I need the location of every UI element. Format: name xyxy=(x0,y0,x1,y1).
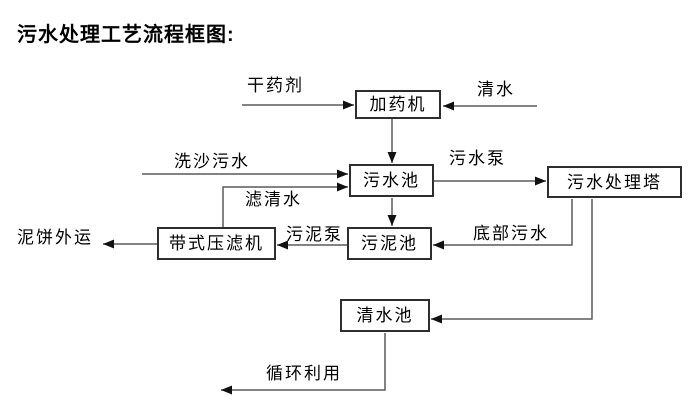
node-belt-filter-press-label: 带式压滤机 xyxy=(169,234,264,253)
flow-label-recycling: 循环利用 xyxy=(266,364,342,383)
node-treatment-tower: 污水处理塔 xyxy=(547,166,682,198)
node-sewage-pool-label: 污水池 xyxy=(363,171,420,190)
page-title: 污水处理工艺流程框图: xyxy=(17,24,235,46)
flow-label-bottom-sewage: 底部污水 xyxy=(473,224,549,243)
flow-label-sludge-pump: 污泥泵 xyxy=(286,225,343,244)
node-treatment-tower-label: 污水处理塔 xyxy=(567,172,662,192)
node-sludge-pool: 污泥池 xyxy=(347,227,432,260)
flow-label-dry-chemical: 干药剂 xyxy=(247,76,304,95)
arrow-tower-to-clear-water-pool xyxy=(431,199,593,324)
node-sludge-pool-label: 污泥池 xyxy=(361,234,418,253)
flow-label-filtered-water: 滤清水 xyxy=(245,190,302,209)
node-dosing-machine: 加药机 xyxy=(355,90,441,119)
flow-label-sand-washing-sewage: 洗沙污水 xyxy=(174,152,250,171)
node-clear-water-pool: 清水池 xyxy=(340,299,430,332)
node-dosing-machine-label: 加药机 xyxy=(369,95,427,114)
flow-label-mud-cake-out: 泥饼外运 xyxy=(17,228,93,247)
node-belt-filter-press: 带式压滤机 xyxy=(157,227,276,260)
node-clear-water-pool-label: 清水池 xyxy=(356,306,414,325)
flow-label-clear-water: 清水 xyxy=(477,80,515,99)
flow-label-sewage-pump: 污水泵 xyxy=(449,149,506,168)
node-sewage-pool: 污水池 xyxy=(349,164,434,197)
